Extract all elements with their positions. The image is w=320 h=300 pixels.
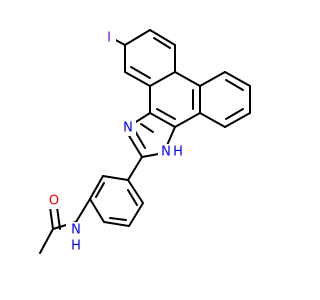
nh-nitrogen-label: N [161, 145, 171, 160]
imine-nitrogen-label: N [123, 121, 133, 136]
bond [225, 79, 244, 91]
bond [174, 112, 201, 128]
nh-hydrogen-label: H [173, 145, 183, 160]
bond [56, 206, 61, 230]
bond [149, 29, 176, 46]
bond [156, 108, 176, 120]
bond [149, 112, 176, 128]
bond [127, 179, 144, 204]
bond [75, 198, 91, 223]
bond [127, 133, 143, 158]
bond [134, 130, 146, 149]
bond [89, 175, 104, 200]
bond [224, 112, 251, 128]
bond [199, 112, 226, 128]
bond [127, 156, 143, 181]
bond [174, 71, 201, 87]
bond [224, 71, 251, 87]
atom-label-layer: I N N H N H O [46, 30, 186, 256]
molecule-canvas: I N N H N H O [39, 29, 251, 256]
bond [103, 221, 130, 227]
bond [225, 108, 244, 120]
bond [149, 71, 176, 87]
carbonyl-oxygen-label: O [49, 194, 59, 209]
bond [140, 123, 154, 133]
bond [49, 206, 54, 230]
bond [127, 189, 138, 206]
bond [130, 66, 151, 79]
bond [102, 175, 129, 181]
bond [128, 202, 144, 227]
bond [89, 198, 105, 223]
bond [109, 217, 127, 221]
bond [95, 182, 105, 198]
molecule-drawing: I N N H N H O [39, 29, 251, 256]
amide-nitrogen-label: N [71, 223, 81, 238]
bond [124, 29, 151, 46]
bond [39, 228, 54, 254]
bond [199, 71, 226, 87]
iodine-label: I [107, 31, 111, 46]
bond [124, 71, 151, 87]
bond-layer [39, 29, 251, 254]
bond [153, 37, 171, 49]
amide-hydrogen-label: H [71, 239, 81, 254]
